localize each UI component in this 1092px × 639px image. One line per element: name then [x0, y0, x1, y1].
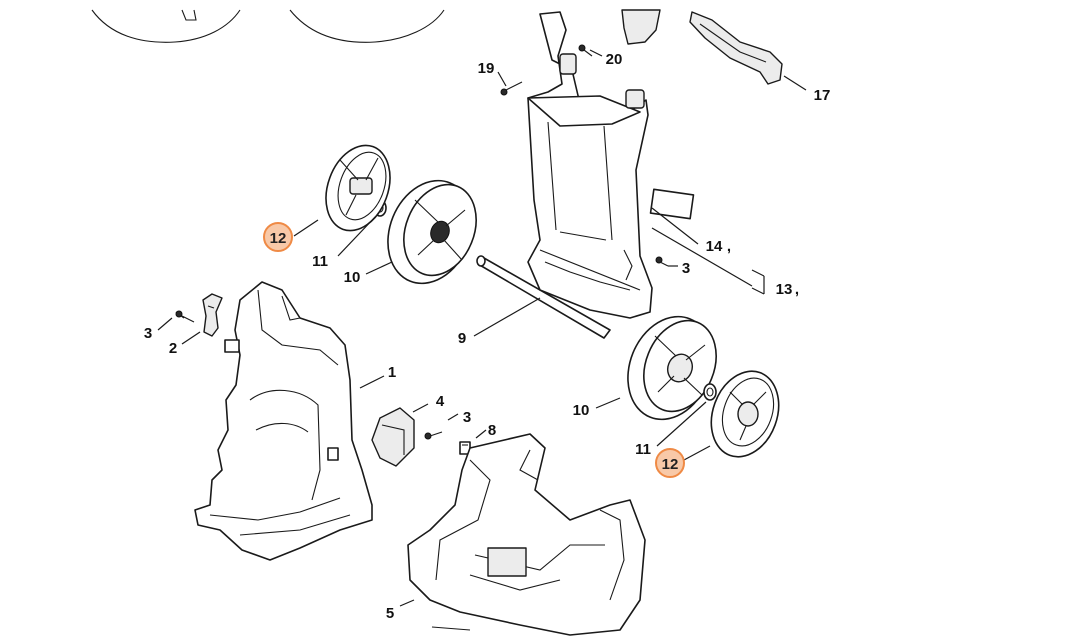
part-5-base-housing [407, 433, 646, 636]
label-3-right[interactable]: 3 [682, 260, 690, 277]
label-10-upper[interactable]: 10 [344, 269, 361, 286]
part-19-screw [500, 81, 523, 96]
label-10-lower[interactable]: 10 [573, 402, 590, 419]
label-14[interactable]: 14 [706, 238, 723, 255]
label-11-lower[interactable]: 11 [635, 441, 651, 458]
label-12-upper[interactable]: 12 [263, 222, 293, 252]
label-text: 12 [270, 230, 287, 247]
label-20[interactable]: 20 [606, 51, 623, 68]
part-10-wheel-upper [387, 179, 477, 285]
label-19[interactable]: 19 [478, 60, 495, 77]
part-12-hubcap-lower [710, 370, 780, 458]
label-2[interactable]: 2 [169, 340, 177, 357]
part-labels: 12 12 11 10 9 3 2 1 4 3 8 5 10 11 3 14 ,… [144, 51, 831, 622]
highlight-circle [655, 448, 685, 478]
leader-lines [157, 49, 807, 607]
label-9[interactable]: 9 [458, 330, 466, 347]
label-5[interactable]: 5 [386, 605, 394, 622]
part-17-bracket [689, 11, 783, 85]
label-3-middle[interactable]: 3 [463, 409, 471, 426]
label-14-separator: , [727, 238, 731, 255]
label-13-separator: , [795, 281, 799, 298]
label-3-left[interactable]: 3 [144, 325, 152, 342]
label-17[interactable]: 17 [814, 87, 831, 104]
part-1-housing-half [194, 281, 373, 561]
part-11-washer-lower [703, 383, 717, 401]
part-3-screws [175, 256, 669, 440]
label-11-upper[interactable]: 11 [312, 253, 328, 270]
label-13[interactable]: 13 [776, 281, 793, 298]
part-20-screw [578, 44, 593, 57]
label-12-lower[interactable]: 12 [655, 448, 685, 478]
label-text: 12 [662, 456, 679, 473]
part-10-wheel-lower [627, 315, 717, 421]
label-8[interactable]: 8 [488, 422, 496, 439]
part-2-clip [202, 293, 223, 337]
frame-assembly [527, 9, 695, 319]
part-9-axle [476, 255, 611, 339]
top-left-cropped-parts [91, 9, 445, 43]
label-1[interactable]: 1 [388, 364, 396, 381]
part-12-hubcap-upper [325, 144, 391, 232]
highlight-circle [263, 222, 293, 252]
label-4[interactable]: 4 [436, 393, 445, 410]
part-4-cover [371, 407, 415, 467]
